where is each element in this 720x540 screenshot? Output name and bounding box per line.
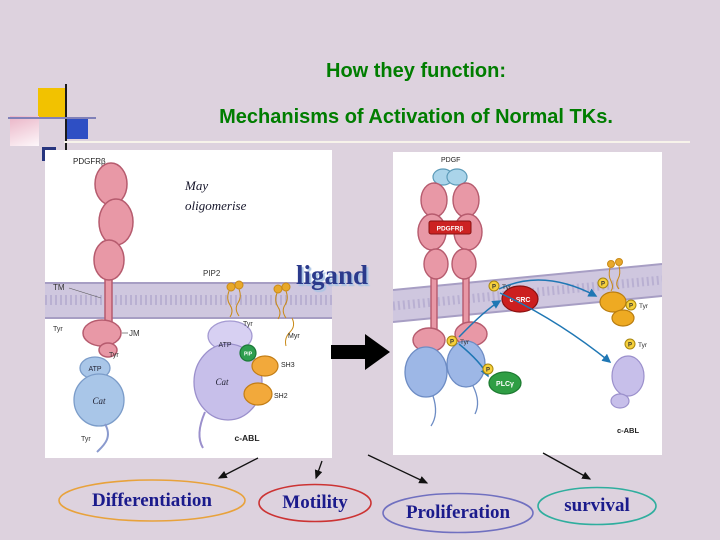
sh3-domain — [251, 355, 279, 377]
decor-blue-square — [67, 119, 88, 139]
pip-label: PIP — [244, 352, 253, 358]
inactive-tk-svg: PDGFRβ TM Tyr JM Tyr ATP Cat Tyr PIP2 — [45, 157, 332, 453]
pdgfr-receptor-monomer — [82, 162, 134, 358]
pdgf-ligand — [432, 168, 468, 186]
differentiation-ellipse — [58, 479, 246, 522]
oligomerise-note: May oligomerise — [185, 178, 247, 214]
atp-label-abl: ATP — [218, 342, 231, 349]
cabl-protein-right — [610, 355, 645, 409]
myr-label: Myr — [288, 333, 300, 340]
plcg-label: PLCγ — [496, 381, 514, 388]
kinase-domains-active — [404, 340, 486, 427]
pdgfrb-label-right: PDGFRβ — [437, 226, 464, 233]
outcome-differentiation: Differentiation — [56, 478, 248, 523]
p-badge-label: P — [450, 340, 454, 346]
gold-lipids-right — [607, 258, 623, 292]
active-tk-svg: PDGF PDGFRβ — [392, 157, 663, 435]
sh3-label: SH3 — [281, 362, 295, 369]
p-badge-label: P — [628, 343, 632, 349]
phospho-badges — [446, 277, 637, 375]
tyr-label-r4: Tyr — [638, 342, 648, 349]
tyr-label-r3: Tyr — [639, 303, 649, 310]
cabl-protein — [193, 320, 263, 449]
outcome-survival: survival — [536, 486, 658, 526]
outcome-motility: Motility — [257, 483, 373, 523]
proliferation-ellipse — [382, 492, 534, 534]
arrow-to-survival — [542, 452, 592, 480]
sh2-label: SH2 — [274, 393, 288, 400]
receptor-kinase-domain — [73, 356, 125, 427]
tyr-label-kinase: Tyr — [109, 352, 119, 359]
motility-label: Motility — [282, 492, 348, 513]
receptor-c-tail — [96, 423, 109, 453]
plcg-ellipse — [488, 371, 522, 395]
pip2-label: PIP2 — [203, 269, 221, 278]
decor-pink-gradient-square — [10, 116, 39, 146]
cat-label-receptor: Cat — [92, 396, 106, 406]
pdgf-label: PDGF — [441, 157, 460, 164]
pdgfrb-box — [428, 220, 472, 235]
slide-subtitle: Mechanisms of Activation of Normal TKs. — [219, 106, 613, 128]
decor-yellow-square — [38, 88, 66, 117]
ligand-label: ligand — [296, 260, 369, 290]
survival-ellipse — [537, 486, 657, 526]
csrc-ellipse — [501, 285, 539, 313]
slide-title: How they function: — [326, 60, 506, 82]
pip-circle — [239, 344, 257, 362]
p-badge-label: P — [492, 285, 496, 291]
decor-horizontal-line — [8, 117, 96, 119]
arrow-to-differentiation — [217, 457, 259, 479]
p-badge-label: P — [601, 282, 605, 288]
active-tk-diagram: PDGF PDGFRβ — [392, 152, 663, 455]
pdgfr-receptor-dimer — [412, 182, 488, 353]
proliferation-label: Proliferation — [405, 502, 511, 523]
tm-label: TM — [53, 283, 65, 292]
cabl-label-left: c-ABL — [234, 433, 259, 443]
p-badge-label: P — [486, 368, 490, 374]
p-badge-label: P — [629, 304, 633, 310]
cabl-label-right: c-ABL — [617, 426, 640, 435]
title-underline — [64, 141, 690, 143]
activation-arrow-shape — [331, 334, 390, 370]
sh2-domain — [243, 382, 273, 406]
tm-pointer-line — [68, 287, 102, 299]
tyr-label-r2: Tyr — [460, 339, 470, 346]
arrow-to-motility — [314, 460, 323, 480]
tyr-label-abl: Tyr — [243, 321, 253, 328]
tyr-label-tail: Tyr — [81, 436, 91, 443]
pdgfrb-label-left: PDGFRβ — [73, 157, 106, 166]
cat-label-abl: Cat — [215, 377, 229, 387]
atp-label-receptor: ATP — [88, 366, 101, 373]
inactive-tk-diagram: PDGFRβ TM Tyr JM Tyr ATP Cat Tyr PIP2 — [45, 150, 332, 458]
tyr-label-r1: Tyr — [502, 284, 512, 291]
activation-arrow — [331, 334, 391, 370]
gold-adaptor-domains — [599, 291, 635, 327]
pip2-lipids — [226, 280, 295, 347]
arrow-to-proliferation — [367, 454, 429, 484]
csrc-label: c-SRC — [509, 297, 530, 304]
differentiation-label: Differentiation — [92, 489, 212, 511]
jm-label: JM — [129, 329, 140, 338]
tyr-label-jm: Tyr — [53, 326, 63, 333]
title-block: How they function: Mechanisms of Activat… — [120, 60, 712, 129]
survival-label: survival — [564, 495, 630, 516]
motility-ellipse — [258, 483, 372, 523]
outcome-proliferation: Proliferation — [381, 492, 535, 534]
